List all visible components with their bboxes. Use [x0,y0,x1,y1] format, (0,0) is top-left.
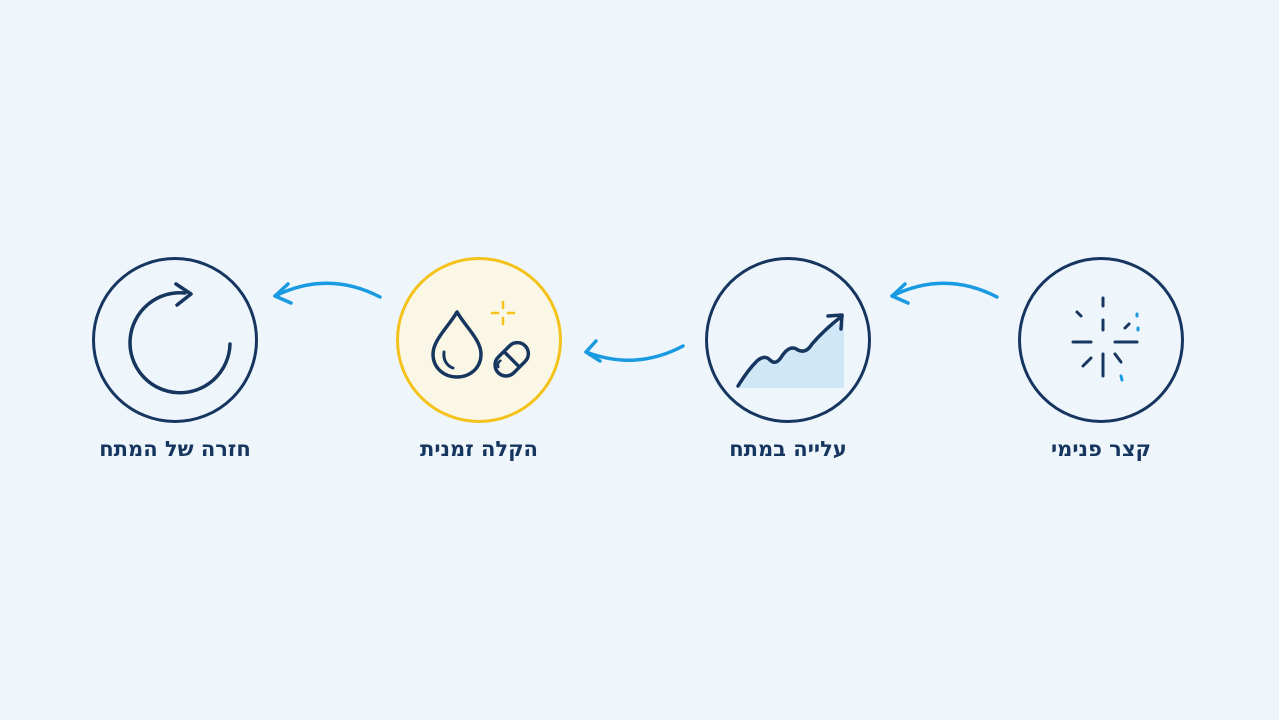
step-circle [1018,257,1184,423]
step-circle [705,257,871,423]
arrow-step1-to-step2 [890,281,999,305]
step-circle [92,257,258,423]
step-label: חזרה של המתח [99,437,251,461]
drop-and-pill-icon [431,300,531,379]
pill-icon [493,340,531,378]
spark-icon [1071,296,1140,382]
arrow-step3-to-step4 [273,281,382,305]
water-drop-icon [431,310,483,379]
sparkle-icon [490,300,516,326]
step-label: עלייה במתח [729,437,847,461]
arrow-step2-to-step3 [584,339,685,363]
rising-trend-icon [736,313,844,388]
step-label: קצר פנימי [1050,437,1152,461]
circular-arrow-icon [128,282,232,395]
step-label: הקלה זמנית [420,437,538,461]
step-circle-highlighted [396,257,562,423]
